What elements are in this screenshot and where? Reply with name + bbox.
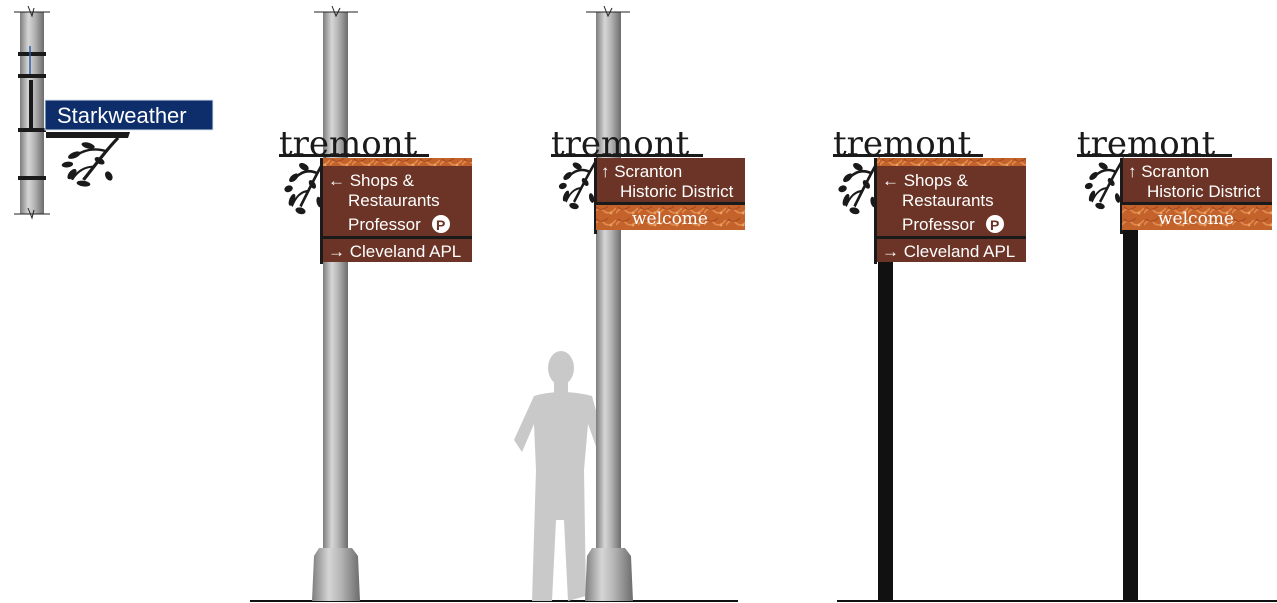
sign4-welcome: welcome [1158, 209, 1234, 229]
vine-bracket-icon [1082, 156, 1126, 212]
sign1-line1: ← Shops & [328, 171, 415, 190]
tremont-wordmark-3: tremont [833, 124, 972, 164]
vine-bracket-icon [556, 156, 600, 212]
pole-base-2 [585, 548, 633, 601]
parking-symbol-3: P [990, 217, 999, 233]
sign-panel-1 [322, 158, 472, 262]
pole-base-1 [312, 548, 360, 601]
pole-sign-1: tremont ← Shops & Restaurants Professor … [279, 5, 472, 601]
vine-bracket-icon [282, 156, 328, 217]
sign1-line4: → Cleveland APL [328, 242, 461, 261]
sign-panel-2 [596, 158, 745, 204]
tremont-wordmark-4: tremont [1077, 124, 1216, 164]
sign3-line2: Restaurants [902, 191, 994, 210]
parking-icon [432, 215, 450, 233]
sign2-line1: ↑ Scranton [601, 162, 682, 181]
sign2-welcome: welcome [632, 209, 708, 229]
tremont-wordmark-2: tremont [551, 124, 690, 164]
street-name-label: Starkweather [57, 103, 187, 128]
parking-icon [986, 215, 1004, 233]
sign3-line1: ← Shops & [882, 171, 969, 190]
sign3-line4: → Cleveland APL [882, 242, 1015, 261]
sign-panel-4 [1122, 158, 1272, 204]
vine-bracket-icon [836, 156, 882, 217]
post-sign-3: tremont ← Shops & Restaurants Professor … [833, 124, 1026, 601]
sign1-line3: Professor [348, 215, 421, 234]
post-sign-4: tremont ↑ Scranton Historic District wel… [1077, 124, 1272, 601]
light-pole-1 [323, 12, 348, 552]
street-sign-bracket [46, 132, 130, 138]
parking-symbol-1: P [436, 217, 445, 233]
vine-bracket-icon [59, 136, 120, 190]
pole-sign-2: tremont ↑ Scranton Historic District wel… [551, 5, 745, 601]
human-figure-icon [514, 351, 604, 601]
sign2-line2: Historic District [620, 182, 734, 201]
sign1-line2: Restaurants [348, 191, 440, 210]
light-pole-2 [596, 12, 621, 552]
sign4-line1: ↑ Scranton [1128, 162, 1209, 181]
black-post-3 [878, 262, 893, 601]
tremont-wordmark-1: tremont [279, 124, 418, 164]
welcome-band-4 [1122, 205, 1272, 230]
black-post-4 [1123, 230, 1138, 601]
sign4-line2: Historic District [1147, 182, 1261, 201]
street-name-sign [44, 99, 214, 131]
street-sign-detail: Starkweather [14, 5, 214, 220]
sign3-line3: Professor [902, 215, 975, 234]
sign-panel-3 [876, 158, 1026, 262]
welcome-band-2 [596, 205, 745, 230]
